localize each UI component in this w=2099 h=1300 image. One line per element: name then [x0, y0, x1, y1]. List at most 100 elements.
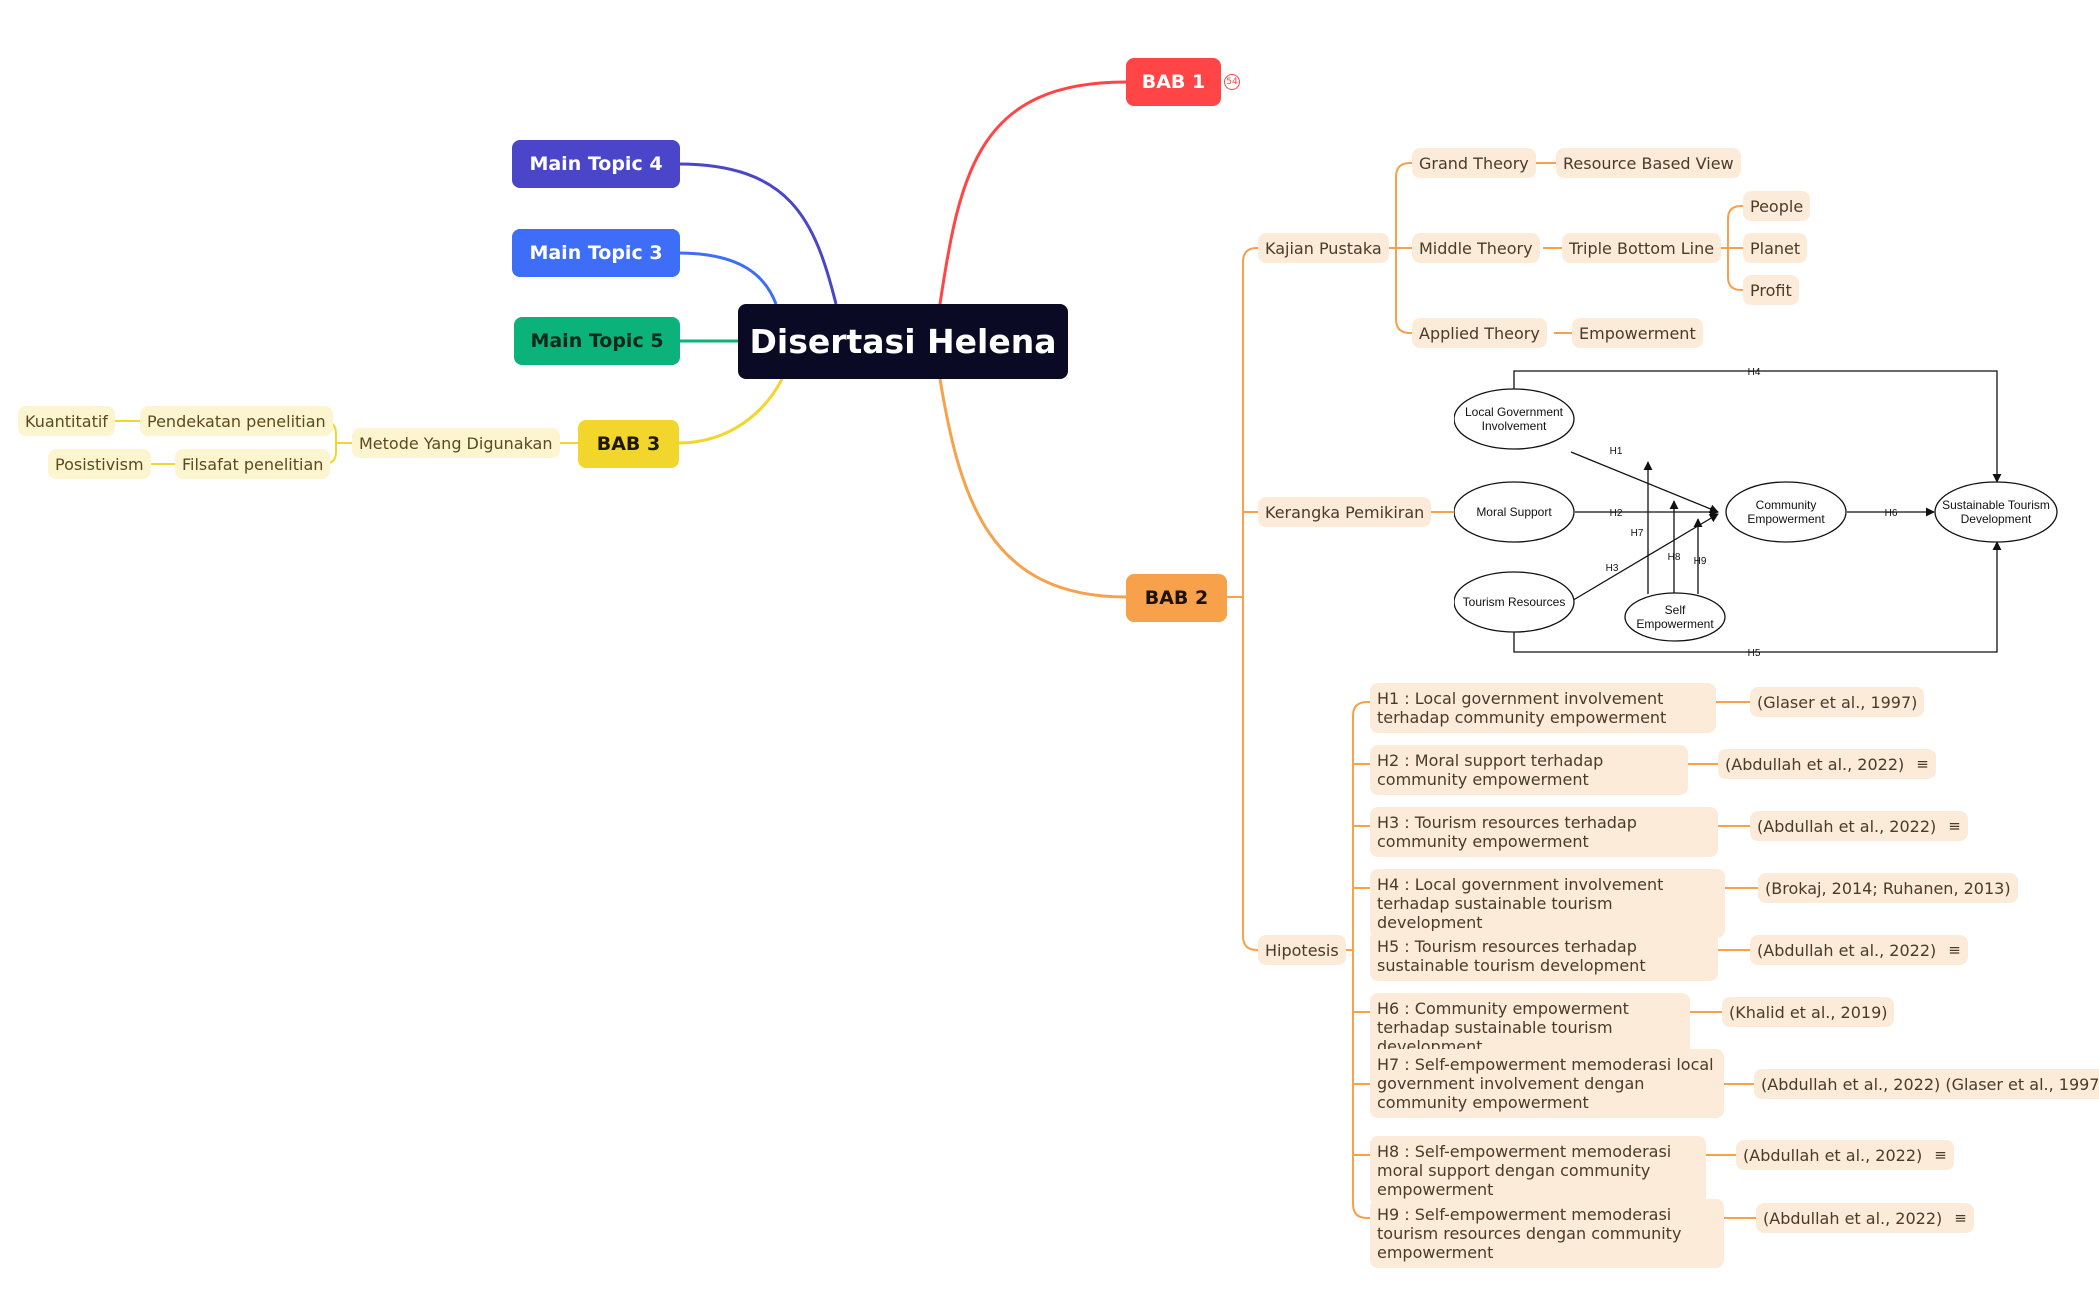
pendekatan-label: Pendekatan penelitian	[147, 411, 326, 431]
note-lines-icon[interactable]: ≡	[1916, 755, 1929, 773]
empowerment-node[interactable]: Empowerment	[1572, 318, 1703, 348]
middle-theory-node[interactable]: Middle Theory	[1412, 233, 1540, 263]
main-topic-bab3[interactable]: BAB 3	[578, 420, 679, 468]
branch-topic4	[677, 162, 838, 305]
construct-moral-support: Moral Support	[1476, 505, 1552, 519]
reference-h1-text: (Glaser et al., 1997)	[1757, 692, 1918, 712]
people-label: People	[1750, 196, 1804, 216]
hipotesis-node[interactable]: Hipotesis	[1258, 935, 1346, 965]
bab3-label: BAB 3	[596, 433, 661, 455]
construct-ce-line2: Empowerment	[1747, 512, 1825, 526]
research-model-diagram: Local Government Involvement Moral Suppo…	[1454, 367, 2058, 659]
reference-h7[interactable]: (Abdullah et al., 2022) (Glaser et al., …	[1754, 1069, 2099, 1099]
middle-theory-label: Middle Theory	[1419, 238, 1533, 258]
reference-h2[interactable]: (Abdullah et al., 2022) ≡	[1718, 749, 1936, 779]
hypothesis-h2-text: H2 : Moral support terhadap community em…	[1377, 751, 1604, 789]
kajian-pustaka-label: Kajian Pustaka	[1265, 238, 1382, 258]
bab2-label: BAB 2	[1144, 587, 1209, 609]
grand-theory-label: Grand Theory	[1419, 153, 1529, 173]
topic3-label: Main Topic 3	[529, 242, 663, 264]
hypothesis-h4[interactable]: H4 : Local government involvement terhad…	[1370, 869, 1725, 938]
applied-theory-node[interactable]: Applied Theory	[1412, 318, 1547, 348]
hypothesis-h5-text: H5 : Tourism resources terhadap sustaina…	[1377, 937, 1646, 975]
construct-self-line2: Empowerment	[1636, 617, 1714, 631]
construct-self-line1: Self	[1665, 603, 1686, 617]
hypothesis-h8[interactable]: H8 : Self-empowerment memoderasi moral s…	[1370, 1136, 1706, 1205]
construct-ce-line1: Community	[1756, 498, 1817, 512]
path-h3-label: H3	[1606, 563, 1619, 574]
filsafat-node[interactable]: Filsafat penelitian	[175, 449, 331, 479]
grand-theory-node[interactable]: Grand Theory	[1412, 148, 1536, 178]
collapsed-count-badge[interactable]: 54	[1224, 74, 1240, 90]
applied-theory-label: Applied Theory	[1419, 323, 1540, 343]
topic5-label: Main Topic 5	[530, 330, 664, 352]
note-lines-icon[interactable]: ≡	[1948, 817, 1961, 835]
reference-h3-text: (Abdullah et al., 2022)	[1757, 816, 1937, 836]
hypothesis-h1-text: H1 : Local government involvement terhad…	[1377, 689, 1667, 727]
hypothesis-h3[interactable]: H3 : Tourism resources terhadap communit…	[1370, 807, 1718, 857]
resource-based-view-label: Resource Based View	[1563, 153, 1734, 173]
root-title: Disertasi Helena	[749, 322, 1057, 361]
kuantitatif-label: Kuantitatif	[25, 411, 108, 431]
empowerment-label: Empowerment	[1579, 323, 1696, 343]
hypothesis-h7-text: H7 : Self-empowerment memoderasi local g…	[1377, 1055, 1714, 1112]
kerangka-pemikiran-node[interactable]: Kerangka Pemikiran	[1258, 497, 1432, 527]
main-topic-bab2[interactable]: BAB 2	[1126, 574, 1227, 622]
note-lines-icon[interactable]: ≡	[1954, 1209, 1967, 1227]
construct-lgi-line2: Involvement	[1482, 419, 1547, 433]
hypothesis-h5[interactable]: H5 : Tourism resources terhadap sustaina…	[1370, 931, 1718, 981]
hypothesis-h3-text: H3 : Tourism resources terhadap communit…	[1377, 813, 1637, 851]
construct-std-line1: Sustainable Tourism	[1942, 498, 2050, 512]
reference-h2-text: (Abdullah et al., 2022)	[1725, 754, 1905, 774]
hipotesis-label: Hipotesis	[1265, 940, 1339, 960]
reference-h5-text: (Abdullah et al., 2022)	[1757, 940, 1937, 960]
note-lines-icon[interactable]: ≡	[1948, 941, 1961, 959]
profit-node[interactable]: Profit	[1743, 275, 1799, 305]
reference-h6-text: (Khalid et al., 2019)	[1729, 1002, 1888, 1022]
people-node[interactable]: People	[1743, 191, 1811, 221]
metode-label: Metode Yang Digunakan	[359, 433, 553, 453]
resource-based-view-node[interactable]: Resource Based View	[1556, 148, 1741, 178]
reference-h9[interactable]: (Abdullah et al., 2022) ≡	[1756, 1203, 1974, 1233]
reference-h3[interactable]: (Abdullah et al., 2022) ≡	[1750, 811, 1968, 841]
reference-h4-text: (Brokaj, 2014; Ruhanen, 2013)	[1765, 878, 2011, 898]
reference-h6[interactable]: (Khalid et al., 2019)	[1722, 997, 1895, 1027]
filsafat-label: Filsafat penelitian	[182, 454, 324, 474]
triple-bottom-line-node[interactable]: Triple Bottom Line	[1562, 233, 1722, 263]
pendekatan-node[interactable]: Pendekatan penelitian	[140, 406, 333, 436]
path-h4-label: H4	[1748, 367, 1761, 378]
reference-h1[interactable]: (Glaser et al., 1997)	[1750, 687, 1925, 717]
branch-bab2	[938, 378, 1127, 599]
root-topic[interactable]: Disertasi Helena	[738, 304, 1068, 379]
branch-bab1	[938, 80, 1127, 305]
note-lines-icon[interactable]: ≡	[1934, 1146, 1947, 1164]
main-topic-bab1[interactable]: BAB 1	[1126, 58, 1221, 106]
reference-h7-text: (Abdullah et al., 2022) (Glaser et al., …	[1761, 1074, 2099, 1094]
reference-h4[interactable]: (Brokaj, 2014; Ruhanen, 2013)	[1758, 873, 2018, 903]
path-h8-label: H8	[1668, 552, 1681, 563]
topic4-label: Main Topic 4	[529, 153, 663, 175]
path-h2-label: H2	[1610, 508, 1623, 519]
branch-topic3	[677, 251, 778, 305]
path-h1-label: H1	[1610, 446, 1623, 457]
hypothesis-h7[interactable]: H7 : Self-empowerment memoderasi local g…	[1370, 1049, 1724, 1118]
hypothesis-h1[interactable]: H1 : Local government involvement terhad…	[1370, 683, 1716, 733]
posistivism-node[interactable]: Posistivism	[48, 449, 151, 479]
bab1-label: BAB 1	[1141, 71, 1206, 93]
reference-h9-text: (Abdullah et al., 2022)	[1763, 1208, 1943, 1228]
metode-node[interactable]: Metode Yang Digunakan	[352, 428, 560, 458]
construct-tourism-resources: Tourism Resources	[1463, 595, 1566, 609]
kajian-pustaka-node[interactable]: Kajian Pustaka	[1258, 233, 1389, 263]
hypothesis-h9[interactable]: H9 : Self-empowerment memoderasi tourism…	[1370, 1199, 1724, 1268]
main-topic-4[interactable]: Main Topic 4	[512, 140, 680, 188]
branch-bab3	[677, 378, 784, 445]
kuantitatif-node[interactable]: Kuantitatif	[18, 406, 115, 436]
reference-h5[interactable]: (Abdullah et al., 2022) ≡	[1750, 935, 1968, 965]
planet-node[interactable]: Planet	[1743, 233, 1808, 263]
hypothesis-h2[interactable]: H2 : Moral support terhadap community em…	[1370, 745, 1688, 795]
main-topic-5[interactable]: Main Topic 5	[514, 317, 680, 365]
reference-h8[interactable]: (Abdullah et al., 2022)≡	[1736, 1140, 1954, 1170]
main-topic-3[interactable]: Main Topic 3	[512, 229, 680, 277]
